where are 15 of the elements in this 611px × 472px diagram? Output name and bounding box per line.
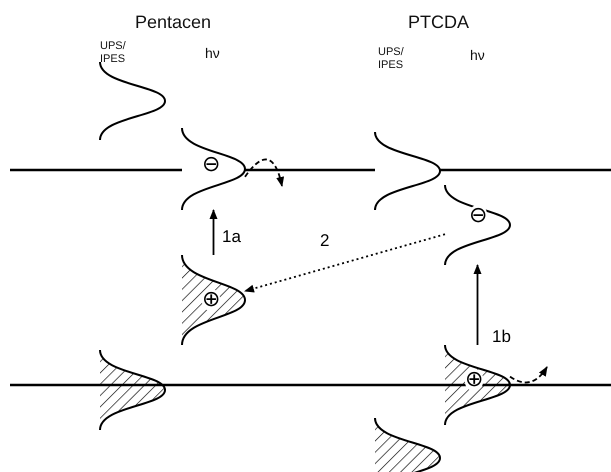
peak [445,185,510,265]
arrow [210,209,218,255]
spectrum-label: UPS/ IPES [100,40,127,66]
column-heading: Pentacen [135,12,212,32]
column-heading: PTCDA [408,12,470,32]
arrow [510,366,548,384]
spectrum-label: hν [205,45,220,61]
hatched-peak [182,255,245,345]
hatched-peak [445,345,510,425]
spectrum-label: hν [470,47,485,63]
spectrum-label: UPS/ IPES [378,46,405,72]
peak [182,128,245,210]
arrow [244,158,284,187]
arrow [244,233,446,292]
arrow [474,264,482,345]
